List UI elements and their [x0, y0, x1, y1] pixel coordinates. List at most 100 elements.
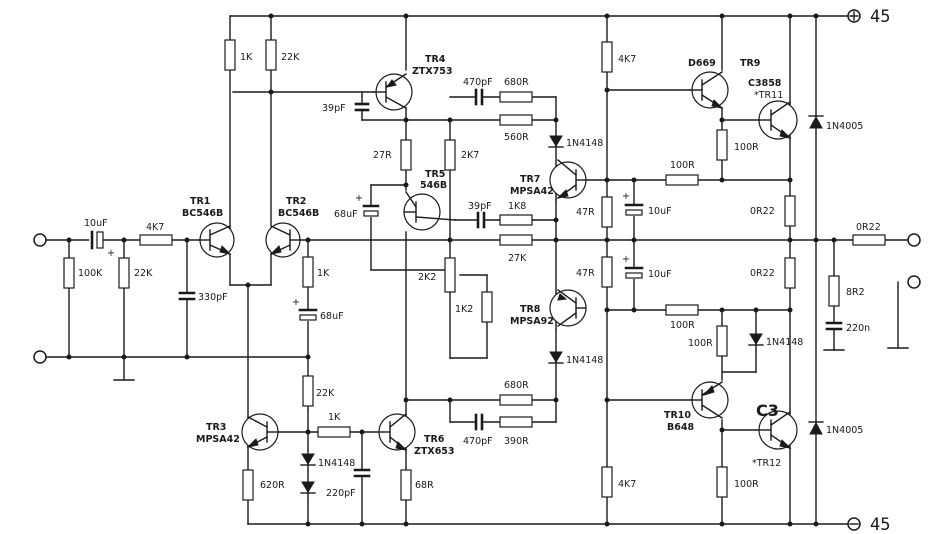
resistor-680r-top-label: 680R	[504, 77, 529, 88]
resistor-620r	[242, 469, 254, 501]
resistor-0r22-bottom	[784, 257, 796, 289]
resistor-47r-bottom	[601, 256, 613, 288]
transistor-tr12-name: *TR12	[752, 458, 781, 469]
transistor-tr4-name: TR4	[425, 54, 446, 65]
capacitor-68uf-feedback-plus: +	[292, 297, 300, 308]
transistor-tr1-name: TR1	[190, 196, 210, 207]
input-terminal-ground[interactable]	[33, 350, 47, 364]
transistor-tr7-name: TR7	[520, 174, 540, 185]
capacitor-39pf-tr4-label: 39pF	[322, 103, 346, 114]
resistor-4k7-input-label: 4K7	[146, 222, 164, 233]
transistor-tr3	[241, 413, 279, 451]
transistor-tr12	[758, 410, 798, 450]
resistor-0r22-bottom-label: 0R22	[750, 268, 775, 279]
resistor-680r-bottom-label: 680R	[504, 380, 529, 391]
transistor-tr5-part: 546B	[420, 180, 447, 191]
transistor-tr8-name: TR8	[520, 304, 541, 315]
resistor-680r-bottom	[499, 394, 533, 406]
transistor-tr10-part: B648	[667, 422, 694, 433]
capacitor-10uf-input	[89, 230, 104, 250]
resistor-1k-top	[224, 39, 236, 71]
capacitor-39pf-mid	[476, 211, 486, 229]
resistor-4k7-top-label: 4K7	[618, 54, 636, 65]
resistor-390r-label: 390R	[504, 436, 529, 447]
resistor-680r-top	[499, 91, 533, 103]
capacitor-220n	[825, 321, 843, 331]
capacitor-220n-label: 220n	[846, 323, 870, 334]
capacitor-220pf	[353, 468, 371, 478]
capacitor-68uf-tr5-plus: +	[355, 193, 363, 204]
resistor-22k-top	[265, 39, 277, 71]
resistor-22k-mid-label: 22K	[316, 388, 335, 399]
resistor-100r-tr10	[716, 325, 728, 357]
resistor-1k-top-label: 1K	[240, 52, 253, 63]
transistor-tr7-part: MPSA42	[510, 186, 554, 197]
capacitor-68uf-tr5	[362, 204, 380, 217]
resistor-8r2-label: 8R2	[846, 287, 865, 298]
resistor-2k7	[444, 139, 456, 171]
transistor-tr3-name: TR3	[206, 422, 226, 433]
negative-rail-label: 45	[870, 515, 890, 534]
transistor-tr5-name: TR5	[425, 169, 445, 180]
resistor-1k-bottom	[317, 426, 351, 438]
resistor-47r-top	[601, 196, 613, 228]
resistor-8r2	[828, 275, 840, 307]
capacitor-470pf-bottom-label: 470pF	[463, 436, 493, 447]
capacitor-220pf-label: 220pF	[326, 488, 356, 499]
transistor-tr8-part: MPSA92	[510, 316, 554, 327]
transistor-tr10	[689, 381, 729, 419]
diode-1n4148-top	[548, 135, 564, 148]
diode-1n4148-bottom	[300, 449, 316, 501]
transistor-tr2-name: TR2	[286, 196, 306, 207]
transistor-tr2	[265, 222, 301, 258]
output-terminal-signal[interactable]	[907, 233, 921, 247]
transistor-tr6-part: ZTX653	[414, 446, 455, 457]
resistor-22k-top-label: 22K	[281, 52, 300, 63]
resistor-0r22-output	[852, 234, 886, 246]
capacitor-39pf-mid-label: 39pF	[468, 201, 492, 212]
diode-1n4148-right	[748, 333, 764, 346]
resistor-390r	[499, 416, 533, 428]
capacitor-68uf-tr5-label: 68uF	[334, 209, 358, 220]
transistor-tr10-name: TR10	[664, 410, 691, 421]
capacitor-10uf-bottom-plus: +	[622, 254, 630, 265]
resistor-1k-feedback	[302, 256, 314, 288]
resistor-1k-feedback-label: 1K	[317, 268, 330, 279]
transistor-tr6-name: TR6	[424, 434, 445, 445]
resistor-68r-label: 68R	[415, 480, 434, 491]
resistor-4k7-bottom-label: 4K7	[618, 479, 636, 490]
transistors: TR1 BC546B TR2 BC546B TR3 MPSA42	[182, 54, 798, 469]
resistor-27k	[499, 234, 533, 246]
resistor-4k7-top	[601, 41, 613, 73]
capacitor-10uf-input-plus: +	[107, 248, 115, 259]
resistor-0r22-top	[784, 195, 796, 227]
resistor-100r-tr12-label: 100R	[734, 479, 759, 490]
resistor-22k-mid	[302, 375, 314, 407]
positive-rail-label: 45	[870, 7, 890, 27]
resistor-1k8-label: 1K8	[508, 201, 526, 212]
diode-1n4148-mid	[548, 351, 564, 364]
transistor-tr5	[403, 191, 456, 231]
diode-1n4148-top-label: 1N4148	[566, 138, 603, 149]
resistor-560r-label: 560R	[504, 132, 529, 143]
capacitor-39pf-tr4	[354, 102, 370, 112]
diode-1n4148-mid-label: 1N4148	[566, 355, 603, 366]
resistor-1k2-label: 1K2	[455, 304, 473, 315]
resistor-620r-label: 620R	[260, 480, 285, 491]
resistors: 1K 22K 100K 4K7 22K 1K 27R 2K7 2K2 1K2 2…	[63, 39, 886, 501]
diode-1n4005-bottom	[808, 421, 824, 435]
trimmer-2k2[interactable]	[444, 257, 456, 293]
output-terminal-ground[interactable]	[907, 275, 921, 289]
capacitors: 10uF + 330pF 39pF + 68uF + 68uF	[84, 77, 870, 499]
input-terminal-signal[interactable]	[33, 233, 47, 247]
capacitor-470pf-bottom	[474, 413, 484, 431]
resistor-27r	[400, 139, 412, 171]
trimmer-2k2-label: 2K2	[418, 272, 436, 283]
resistor-47r-top-label: 47R	[576, 207, 595, 218]
diode-1n4148-right-label: 1N4148	[766, 337, 803, 348]
capacitor-470pf-top-label: 470pF	[463, 77, 493, 88]
resistor-27k-label: 27K	[508, 253, 527, 264]
resistor-1k8	[499, 214, 533, 226]
resistor-0r22-top-label: 0R22	[750, 206, 775, 217]
resistor-100r-top-label: 100R	[670, 160, 695, 171]
